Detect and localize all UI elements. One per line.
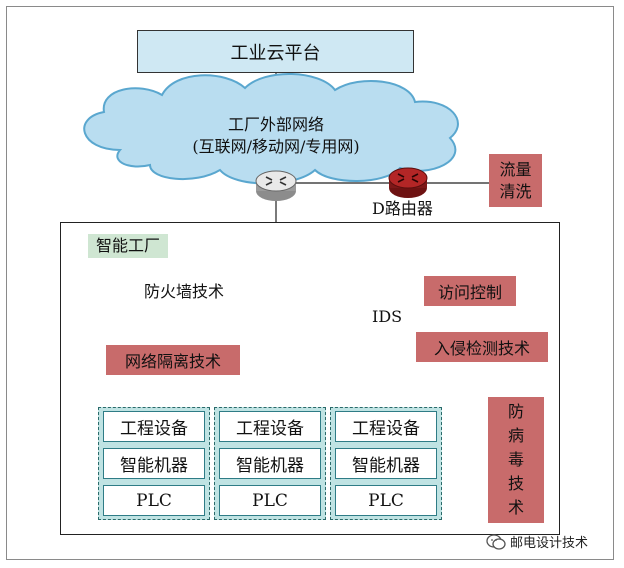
- plc: PLC: [103, 485, 205, 516]
- smart-machine: 智能机器: [219, 448, 321, 479]
- smart-factory-label: 智能工厂: [88, 234, 169, 258]
- firewall-label: 防火墙技术: [144, 282, 225, 301]
- cloud-label: 工厂外部网络 (互联网/移动网/专用网): [106, 114, 446, 158]
- platform-label: 工业云平台: [230, 42, 321, 64]
- network-isolation-tag: 网络隔离技术: [106, 345, 240, 375]
- engineering-equipment: 工程设备: [219, 411, 321, 442]
- traffic-cleaning-tag: 流量 清洗: [489, 154, 542, 207]
- plc: PLC: [219, 485, 321, 516]
- engineering-equipment: 工程设备: [335, 411, 437, 442]
- intrusion-detection-tag: 入侵检测技术: [416, 332, 548, 362]
- device-group-3: 工程设备 智能机器 PLC: [330, 407, 442, 520]
- cloud-subtitle: (互联网/移动网/专用网): [192, 137, 360, 156]
- d-router-icon: [388, 167, 428, 198]
- access-control-tag: 访问控制: [424, 276, 516, 306]
- ids-label: IDS: [372, 307, 403, 326]
- smart-machine: 智能机器: [103, 448, 205, 479]
- device-group-1: 工程设备 智能机器 PLC: [98, 407, 210, 520]
- engineering-equipment: 工程设备: [103, 411, 205, 442]
- figure-frame: [6, 6, 614, 560]
- d-router-label: D路由器: [372, 199, 433, 218]
- cloud-shape: [83, 72, 459, 185]
- cloud-title: 工厂外部网络: [227, 115, 324, 134]
- router-icon: [255, 170, 297, 201]
- watermark-text: 邮电设计技术: [510, 536, 589, 551]
- wechat-icon: [486, 533, 506, 550]
- industrial-cloud-platform: 工业云平台: [137, 30, 414, 73]
- plc: PLC: [335, 485, 437, 516]
- antivirus-tag: 防 病 毒 技 术: [488, 397, 544, 523]
- device-group-2: 工程设备 智能机器 PLC: [214, 407, 326, 520]
- watermark: 邮电设计技术: [486, 532, 588, 551]
- smart-machine: 智能机器: [335, 448, 437, 479]
